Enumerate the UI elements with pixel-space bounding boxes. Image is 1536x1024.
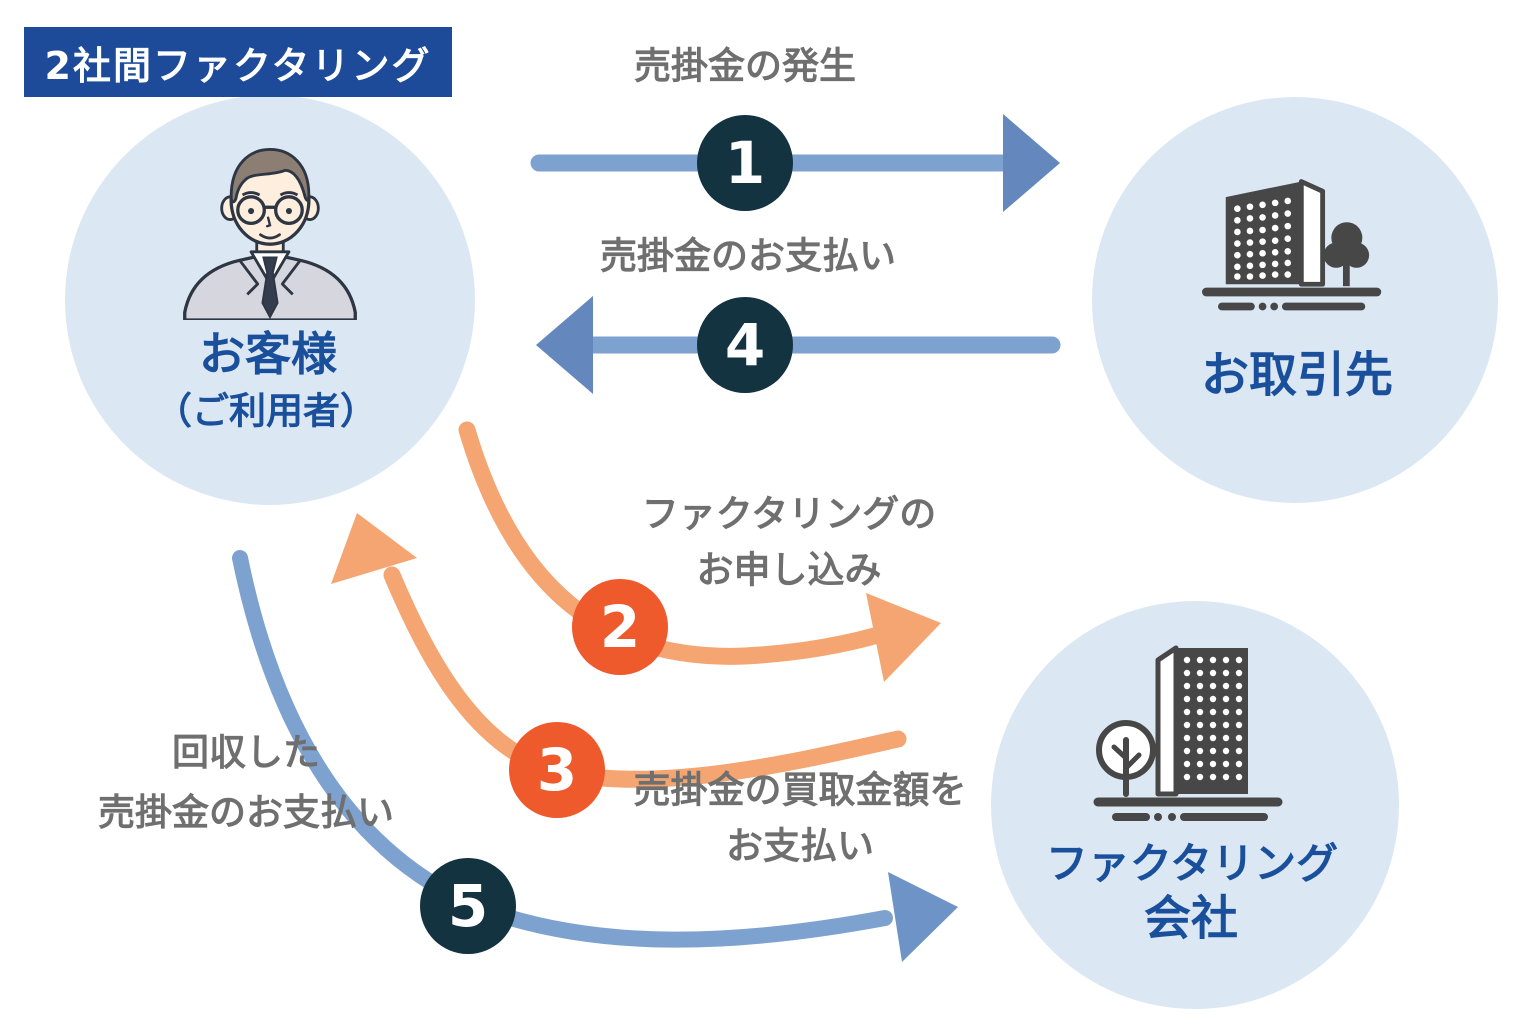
step-3-number: 3 [509, 722, 605, 818]
diagram-title-badge: 2社間ファクタリング [24, 27, 452, 97]
factoring-company-label-line1: ファクタリング [1045, 839, 1339, 888]
customer-label: お客様 [199, 327, 337, 381]
step-2-label-line2: お申し込み [696, 548, 882, 591]
step-5-label-line1: 回収した [172, 731, 320, 775]
customer-sublabel: （ご利用者） [155, 389, 377, 433]
client-label: お取引先 [1200, 347, 1394, 403]
tower-building-icon [1088, 636, 1288, 828]
person-icon [160, 140, 380, 322]
step-1-number: 1 [697, 115, 793, 211]
step-2-label-line1: ファクタリングの [641, 492, 937, 536]
factoring-company-label-line2: 会社 [1144, 891, 1238, 947]
step-3-label-line2: お支払い [726, 824, 874, 867]
arrow-step-4 [536, 296, 1061, 394]
step-1-label: 売掛金の発生 [634, 44, 856, 88]
arrow-step-2 [458, 421, 941, 682]
step-3-label: 売掛金の買取金額を お支払い [634, 763, 967, 874]
step-5-label: 回収した 売掛金のお支払い [98, 723, 394, 843]
step-5-number: 5 [420, 858, 516, 954]
step-4-label: 売掛金のお支払い [600, 234, 896, 278]
step-3-label-line1: 売掛金の買取金額を [633, 768, 967, 812]
step-5-label-line2: 売掛金のお支払い [98, 791, 394, 834]
client-circle [1092, 97, 1498, 503]
step-4-number: 4 [697, 297, 793, 393]
office-building-icon [1198, 168, 1393, 323]
step-2-label: ファクタリングの お申し込み [642, 487, 937, 598]
arrow-step-1 [530, 114, 1060, 212]
step-2-number: 2 [572, 579, 668, 675]
